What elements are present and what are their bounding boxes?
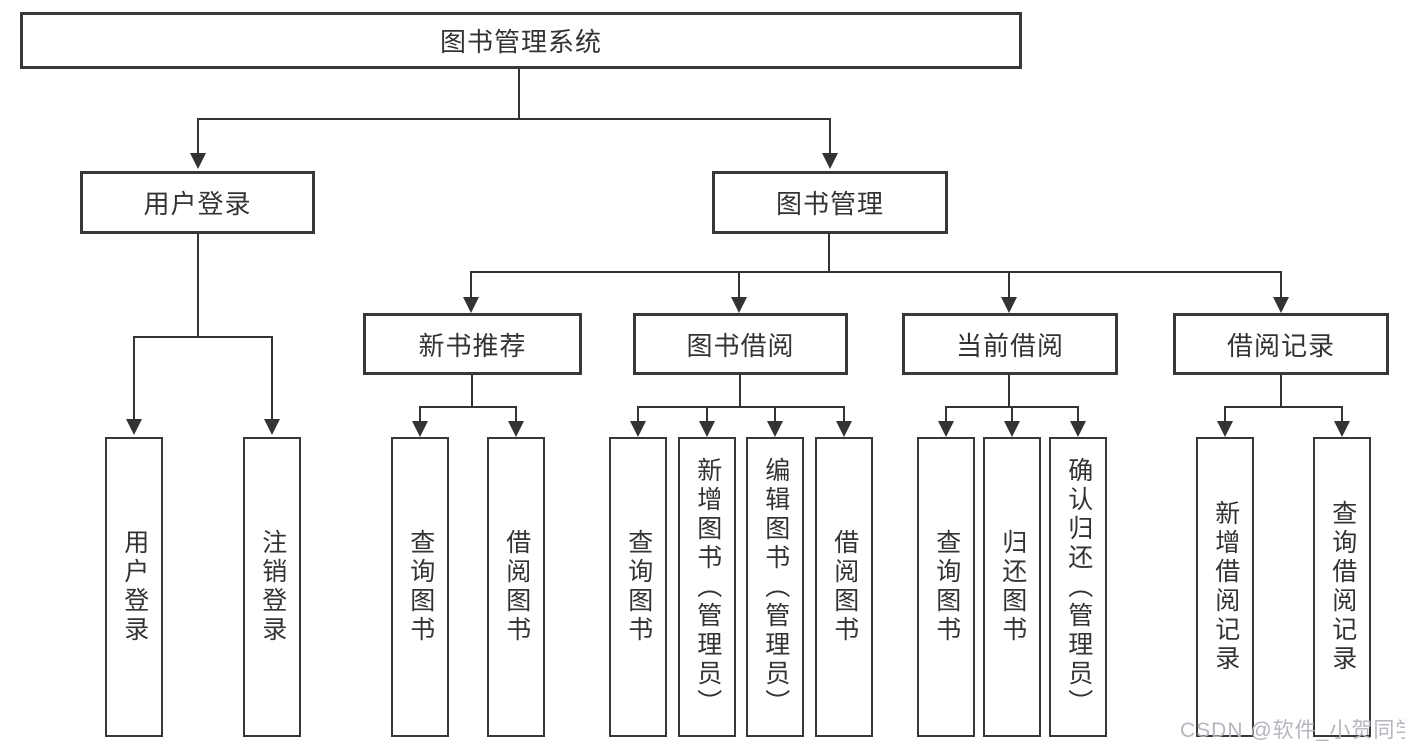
node-root-library-system: 图书管理系统 [20, 12, 1022, 69]
connector-to-leaf-borrow-book-2 [843, 408, 845, 421]
connector-current-borrow-bar [945, 406, 1079, 408]
connector-to-leaf-add-book [706, 408, 708, 421]
connector-new-book-rec-stem [471, 375, 473, 406]
node-book-borrow-label: 图书借阅 [686, 330, 795, 361]
connector-book-mgmt-bar [470, 271, 1282, 273]
connector-to-book-borrow [738, 273, 740, 297]
leaf-query-borrow-record-label: 查询借阅记录 [1328, 500, 1357, 674]
connector-new-book-rec-bar [419, 406, 517, 408]
connector-to-leaf-query-record [1341, 408, 1343, 421]
node-book-mgmt: 图书管理 [712, 171, 948, 234]
connector-to-leaf-query-book-2 [637, 408, 639, 421]
leaf-query-book-under-rec: 查询图书 [391, 437, 449, 737]
connector-to-leaf-confirm-return [1077, 408, 1079, 421]
leaf-query-book-under-current-label: 查询图书 [932, 529, 961, 645]
leaf-add-borrow-record: 新增借阅记录 [1196, 437, 1254, 737]
leaf-logout: 注销登录 [243, 437, 301, 737]
connector-user-login-bar [133, 336, 273, 338]
leaf-query-book-under-current: 查询图书 [917, 437, 975, 737]
connector-book-borrow-stem [739, 375, 741, 406]
node-user-login-label: 用户登录 [143, 189, 252, 219]
leaf-user-login-label: 用户登录 [120, 529, 149, 645]
leaf-return-book: 归还图书 [983, 437, 1041, 737]
connector-to-leaf-logout [271, 338, 273, 419]
leaf-borrow-book-under-borrow: 借阅图书 [815, 437, 873, 737]
node-book-borrow: 图书借阅 [633, 313, 848, 375]
connector-to-new-book-rec [470, 273, 472, 297]
arrowhead-to-leaf-add-book [699, 421, 715, 437]
arrowhead-to-borrow-records [1273, 297, 1289, 313]
arrowhead-to-leaf-borrow-book-2 [836, 421, 852, 437]
connector-to-leaf-return-book [1011, 408, 1013, 421]
leaf-borrow-book-under-rec-label: 借阅图书 [502, 529, 531, 645]
node-current-borrow: 当前借阅 [902, 313, 1118, 375]
arrowhead-to-leaf-edit-book [767, 421, 783, 437]
arrowhead-to-leaf-borrow-book-1 [508, 421, 524, 437]
arrowhead-to-book-mgmt [822, 153, 838, 169]
connector-root-stem [518, 69, 520, 118]
arrowhead-to-leaf-login [126, 419, 142, 435]
leaf-query-book-under-borrow-label: 查询图书 [624, 529, 653, 645]
node-book-mgmt-label: 图书管理 [775, 189, 884, 219]
arrowhead-to-leaf-query-record [1334, 421, 1350, 437]
connector-borrow-records-stem [1280, 375, 1282, 406]
csdn-watermark: CSDN @软件_小贺同学 [1180, 719, 1405, 742]
leaf-borrow-book-under-borrow-label: 借阅图书 [830, 529, 859, 645]
leaf-add-book-admin-label: 新增图书（管理员） [693, 456, 722, 718]
arrowhead-to-leaf-query-book-3 [938, 421, 954, 437]
arrowhead-to-leaf-query-book-1 [412, 421, 428, 437]
leaf-add-borrow-record-label: 新增借阅记录 [1211, 500, 1240, 674]
arrowhead-to-leaf-confirm-return [1070, 421, 1086, 437]
connector-book-mgmt-stem [828, 234, 830, 271]
leaf-user-login: 用户登录 [105, 437, 163, 737]
node-new-book-rec-label: 新书推荐 [418, 330, 527, 361]
leaf-query-borrow-record: 查询借阅记录 [1313, 437, 1371, 737]
arrowhead-to-leaf-add-record [1217, 421, 1233, 437]
leaf-confirm-return-admin-label: 确认归还（管理员） [1064, 456, 1093, 718]
node-current-borrow-label: 当前借阅 [955, 330, 1064, 361]
connector-to-leaf-edit-book [774, 408, 776, 421]
arrowhead-to-user-login [190, 153, 206, 169]
arrowhead-to-leaf-logout [264, 419, 280, 435]
node-new-book-rec: 新书推荐 [363, 313, 582, 375]
node-root-label: 图书管理系统 [439, 27, 602, 57]
connector-to-leaf-query-book-3 [945, 408, 947, 421]
connector-user-login-stem [197, 234, 199, 336]
connector-book-borrow-bar [637, 406, 845, 408]
leaf-confirm-return-admin: 确认归还（管理员） [1049, 437, 1107, 737]
leaf-query-book-under-borrow: 查询图书 [609, 437, 667, 737]
connector-to-book-mgmt [829, 120, 831, 154]
connector-to-leaf-login [133, 338, 135, 419]
node-user-login: 用户登录 [80, 171, 315, 234]
leaf-edit-book-admin: 编辑图书（管理员） [746, 437, 804, 737]
connector-to-borrow-records [1280, 273, 1282, 297]
connector-to-current-borrow [1008, 273, 1010, 297]
leaf-query-book-under-rec-label: 查询图书 [406, 529, 435, 645]
node-borrow-records: 借阅记录 [1173, 313, 1389, 375]
arrowhead-to-current-borrow [1001, 297, 1017, 313]
connector-root-bar [197, 118, 831, 120]
connector-to-leaf-borrow-book-1 [515, 408, 517, 421]
connector-borrow-records-bar [1224, 406, 1343, 408]
connector-to-leaf-query-book-1 [419, 408, 421, 421]
leaf-add-book-admin: 新增图书（管理员） [678, 437, 736, 737]
arrowhead-to-leaf-return-book [1004, 421, 1020, 437]
arrowhead-to-book-borrow [731, 297, 747, 313]
arrowhead-to-new-book-rec [463, 297, 479, 313]
connector-to-user-login [197, 120, 199, 154]
leaf-return-book-label: 归还图书 [998, 529, 1027, 645]
arrowhead-to-leaf-query-book-2 [630, 421, 646, 437]
connector-to-leaf-add-record [1224, 408, 1226, 421]
leaf-logout-label: 注销登录 [258, 529, 287, 645]
connector-current-borrow-stem [1008, 375, 1010, 406]
node-borrow-records-label: 借阅记录 [1226, 330, 1335, 361]
leaf-borrow-book-under-rec: 借阅图书 [487, 437, 545, 737]
leaf-edit-book-admin-label: 编辑图书（管理员） [761, 456, 790, 718]
